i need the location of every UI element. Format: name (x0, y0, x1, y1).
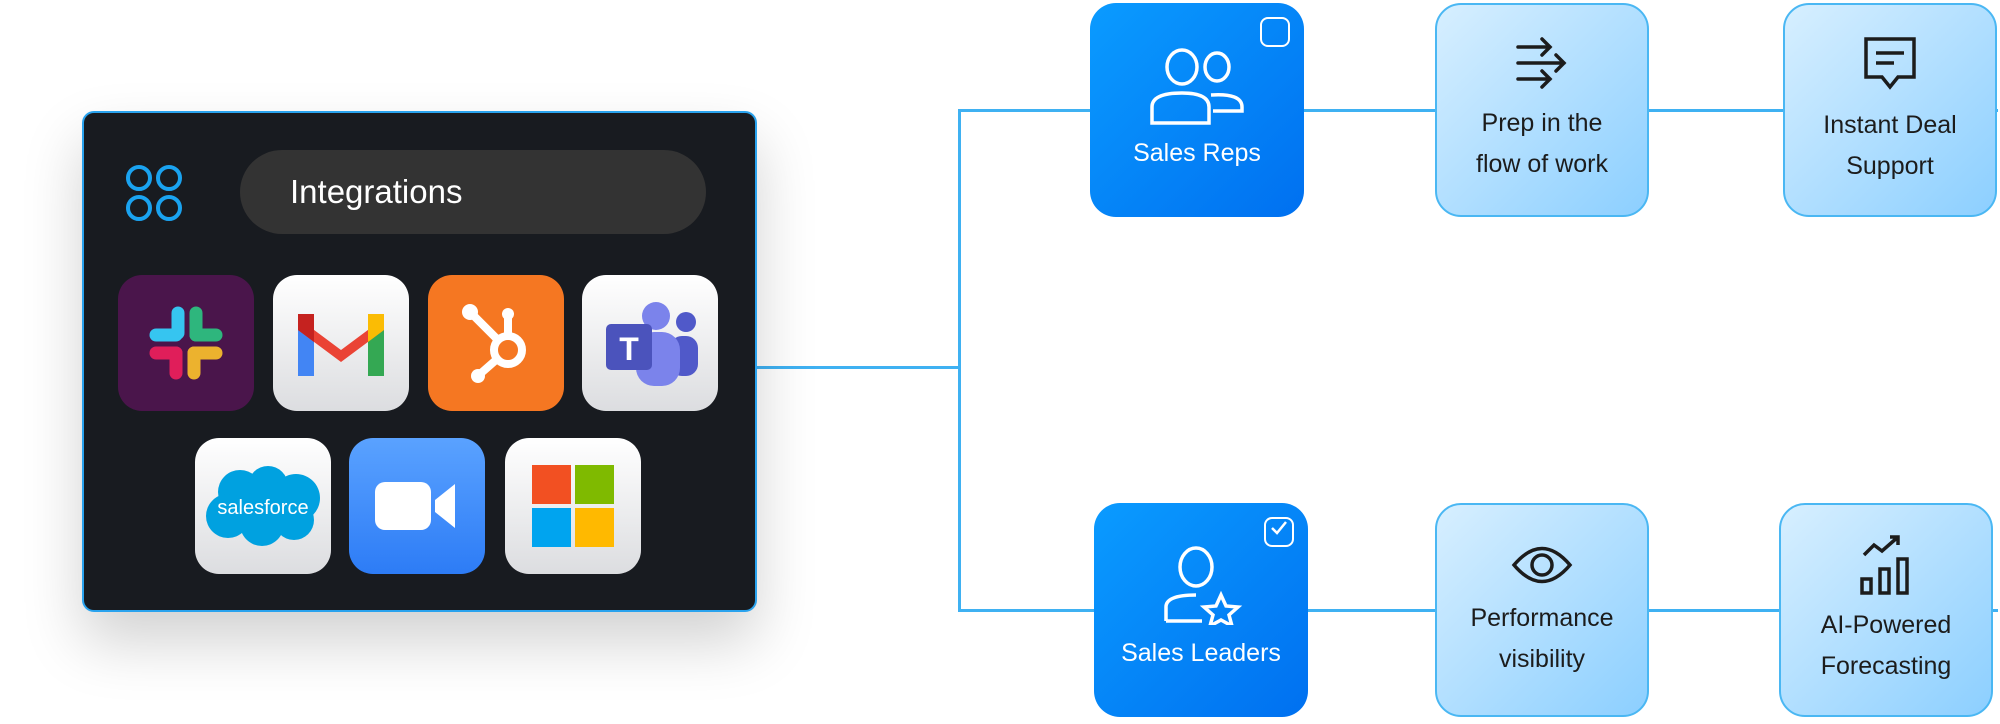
hubspot-app-icon[interactable] (428, 275, 564, 411)
apps-grid-icon (126, 165, 182, 221)
role-card-sales-reps[interactable]: Sales Reps (1090, 3, 1304, 217)
role-label: Sales Leaders (1121, 639, 1281, 668)
microsoft-app-icon[interactable] (505, 438, 641, 574)
feature-card-prep[interactable]: Prep in the flow of work (1435, 3, 1649, 217)
feature-label: Performance visibility (1470, 603, 1614, 673)
feature-card-deal-support[interactable]: Instant Deal Support (1783, 3, 1997, 217)
eye-icon (1511, 546, 1573, 583)
feature-card-forecasting[interactable]: AI-Powered Forecasting (1779, 503, 1993, 717)
gmail-app-icon[interactable] (273, 275, 409, 411)
integrations-title: Integrations (240, 150, 706, 234)
connector (958, 109, 961, 611)
check-icon (1271, 521, 1287, 535)
arrows-icon (1516, 37, 1567, 89)
role-card-sales-leaders[interactable]: Sales Leaders (1094, 503, 1308, 717)
feature-label: Instant Deal Support (1823, 110, 1957, 180)
svg-text:T: T (619, 331, 639, 367)
chat-icon (1864, 37, 1916, 90)
feature-label: AI-Powered Forecasting (1820, 610, 1952, 680)
integrations-panel: Integrations T salesforce (82, 111, 757, 612)
checkbox-checked[interactable] (1264, 517, 1294, 547)
role-label: Sales Reps (1133, 139, 1261, 168)
salesforce-app-icon[interactable]: salesforce (195, 438, 331, 574)
teams-app-icon[interactable]: T (582, 275, 718, 411)
chart-icon (1860, 535, 1909, 595)
feature-label: Prep in the flow of work (1476, 108, 1608, 178)
feature-card-performance[interactable]: Performance visibility (1435, 503, 1649, 717)
slack-app-icon[interactable] (118, 275, 254, 411)
user-star-icon (1164, 546, 1243, 626)
connector (753, 366, 960, 369)
svg-text:salesforce: salesforce (217, 497, 308, 519)
users-icon (1150, 48, 1244, 126)
checkbox[interactable] (1260, 17, 1290, 47)
zoom-app-icon[interactable] (349, 438, 485, 574)
